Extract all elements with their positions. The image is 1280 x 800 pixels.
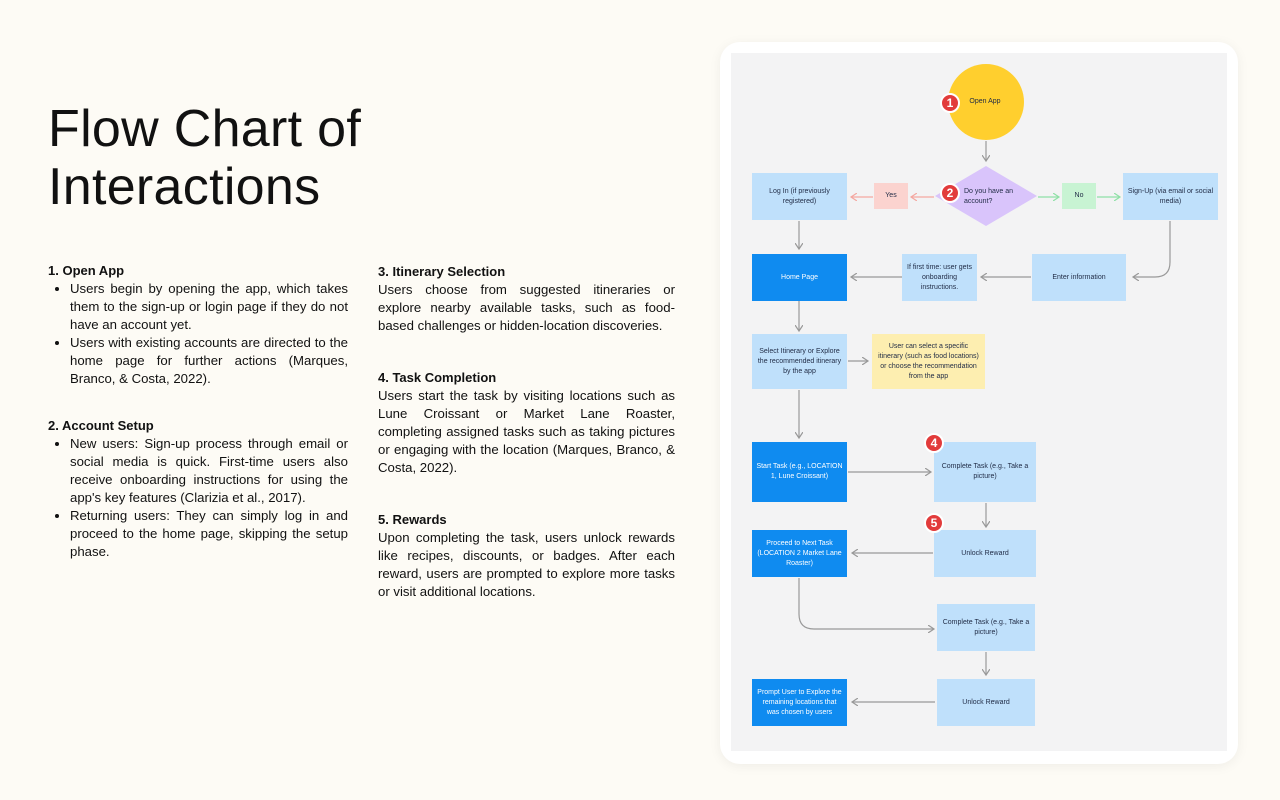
list-item: Users with existing accounts are directe… <box>70 334 348 388</box>
node-next-task: Proceed to Next Task (LOCATION 2 Market … <box>752 530 847 577</box>
node-question-label: Do you have an account? <box>964 188 1014 205</box>
list-item: Users begin by opening the app, which ta… <box>70 280 348 334</box>
node-home-page: Home Page <box>752 254 847 301</box>
node-select-itinerary: Select Itinerary or Explore the recommen… <box>752 334 847 389</box>
section-heading-account-setup: 2. Account Setup <box>48 418 154 433</box>
section-heading-rewards: 5. Rewards <box>378 512 447 527</box>
section-heading-open-app: 1. Open App <box>48 263 125 278</box>
node-complete-task-1: Complete Task (e.g., Take a picture) <box>934 442 1036 502</box>
left-column: 1. Open App Users begin by opening the a… <box>48 262 348 561</box>
node-unlock-reward-2: Unlock Reward <box>937 679 1035 726</box>
account-setup-list: New users: Sign-up process through email… <box>48 435 348 561</box>
node-yes: Yes <box>874 183 908 209</box>
node-enter-info: Enter information <box>1032 254 1126 301</box>
node-complete-task-2: Complete Task (e.g., Take a picture) <box>937 604 1035 651</box>
section-heading-task: 4. Task Completion <box>378 370 497 385</box>
node-prompt-explore: Prompt User to Explore the remaining loc… <box>752 679 847 726</box>
list-item: New users: Sign-up process through email… <box>70 435 348 507</box>
step-badge: 2 <box>940 183 960 203</box>
section-body-itinerary: Users choose from suggested itineraries … <box>378 282 675 333</box>
connector-signup-to-info <box>1133 221 1171 277</box>
connector-next-to-complete2 <box>798 578 934 629</box>
node-login: Log In (if previously registered) <box>752 173 847 220</box>
list-item: Returning users: They can simply log in … <box>70 507 348 561</box>
open-app-list: Users begin by opening the app, which ta… <box>48 280 348 388</box>
node-itinerary-note: User can select a specific itinerary (su… <box>872 334 985 389</box>
node-no: No <box>1062 183 1096 209</box>
node-signup: Sign-Up (via email or social media) <box>1123 173 1218 220</box>
step-badge: 4 <box>924 433 944 453</box>
section-body-rewards: Upon completing the task, users unlock r… <box>378 530 675 599</box>
node-open-app: Open App <box>948 64 1024 140</box>
decision-diamond <box>935 166 1037 226</box>
node-start-task: Start Task (e.g., LOCATION 1, Lune Crois… <box>752 442 847 502</box>
step-badge: 5 <box>924 513 944 533</box>
section-body-task: Users start the task by visiting locatio… <box>378 388 675 475</box>
node-onboarding: If first time: user gets onboarding inst… <box>902 254 977 301</box>
middle-column: 3. Itinerary Selection Users choose from… <box>378 263 675 601</box>
node-unlock-reward-1: Unlock Reward <box>934 530 1036 577</box>
step-badge: 1 <box>940 93 960 113</box>
section-heading-itinerary: 3. Itinerary Selection <box>378 264 506 279</box>
